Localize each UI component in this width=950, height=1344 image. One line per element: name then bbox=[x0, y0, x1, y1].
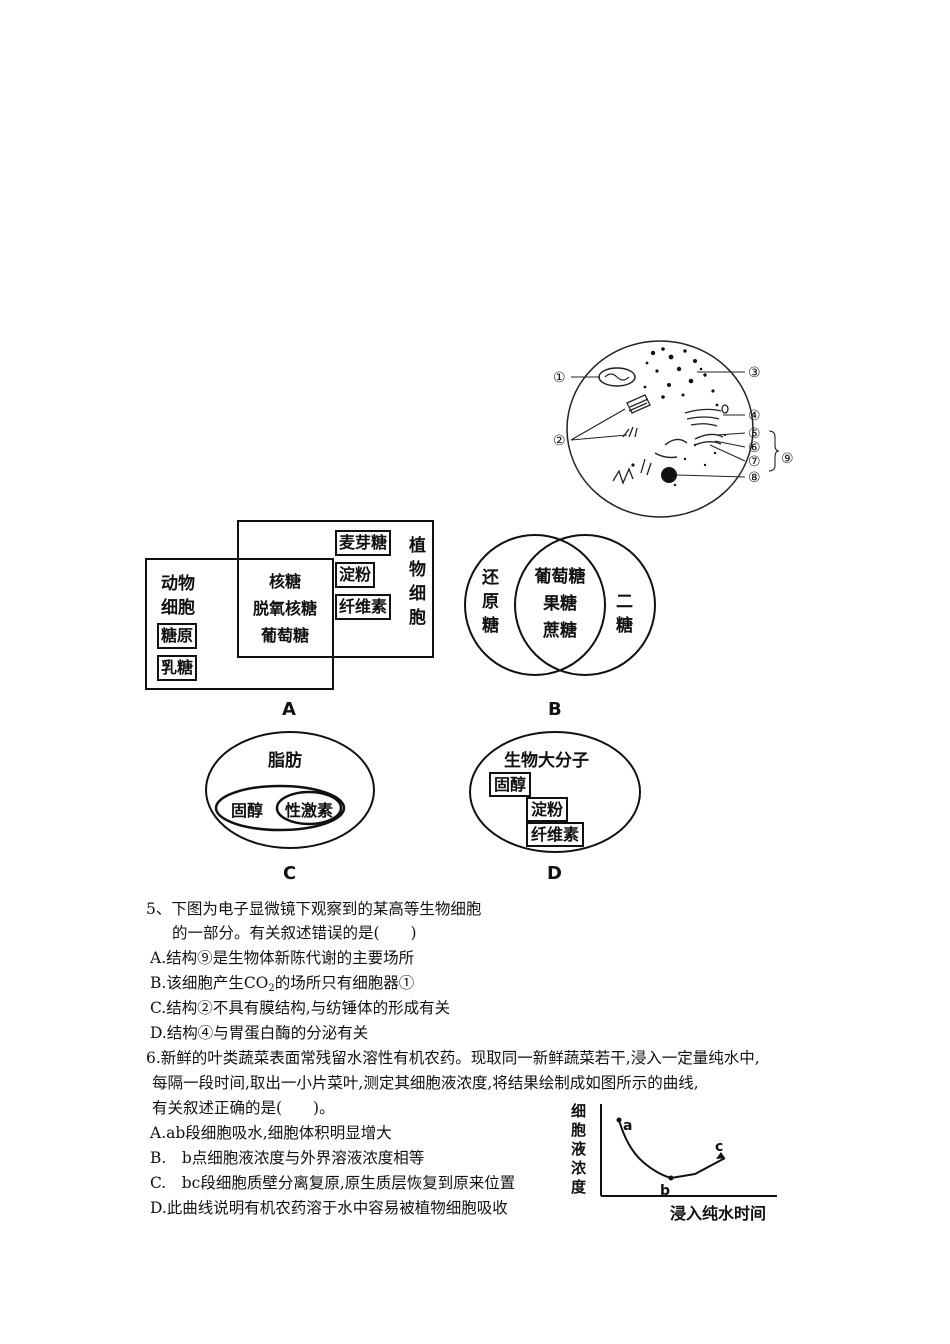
caption-b: B bbox=[548, 699, 562, 720]
caption-c: C bbox=[283, 863, 297, 884]
cell-label-1: ① bbox=[553, 370, 566, 386]
venn-diagram-b bbox=[464, 534, 656, 676]
cell-label-8: ⑧ bbox=[748, 470, 761, 486]
centriole-shape bbox=[622, 394, 651, 438]
membrane-shapes bbox=[654, 433, 724, 459]
venn-diagram-d bbox=[469, 731, 641, 853]
d-item-cellulose: 纤维素 bbox=[526, 822, 585, 847]
curve-label-b: b bbox=[660, 1183, 670, 1199]
sugar-intersection: 葡萄糖 果糖 蔗糖 bbox=[534, 567, 586, 641]
q5-option-c[interactable]: C.结构②不具有膜结构,与纺锤体的形成有关 bbox=[150, 999, 451, 1017]
animal-cell-label: 动物 细胞 bbox=[161, 574, 195, 618]
animal-item-glycogen: 糖原 bbox=[157, 623, 198, 649]
q5-option-b-post: 的场所只有细胞器① bbox=[274, 974, 415, 992]
plant-item-maltose: 麦芽糖 bbox=[335, 530, 392, 556]
q6-option-b[interactable]: B. b点细胞液浓度与外界溶液浓度相等 bbox=[150, 1149, 425, 1167]
cell-label-6: ⑥ bbox=[748, 440, 761, 456]
q6-option-c[interactable]: C. bc段细胞质壁分离复原,原生质层恢复到原来位置 bbox=[150, 1174, 516, 1192]
q5-stem-line1: 5、下图为电子显微镜下观察到的某高等生物细胞 bbox=[146, 900, 482, 918]
curve-arrow bbox=[716, 1152, 725, 1159]
q5-option-b-pre: B.该细胞产生CO bbox=[150, 974, 269, 992]
vesicle-shapes bbox=[612, 458, 652, 485]
q5-option-b[interactable]: B.该细胞产生CO2的场所只有细胞器① bbox=[150, 971, 414, 1001]
q5-stem-line2: 的一部分。有关叙述错误的是( ) bbox=[172, 924, 417, 942]
concentration-curve-figure: a b c bbox=[600, 1104, 777, 1199]
disaccharide-label: 二 糖 bbox=[616, 592, 633, 636]
curve-line-rise bbox=[670, 1157, 726, 1179]
curve-label-a: a bbox=[623, 1118, 632, 1134]
q5-option-d[interactable]: D.结构④与胃蛋白酶的分泌有关 bbox=[150, 1024, 369, 1042]
q6-stem-line3: 有关叙述正确的是( )。 bbox=[152, 1099, 335, 1117]
q6-option-a[interactable]: A.ab段细胞吸水,细胞体积明显增大 bbox=[150, 1124, 392, 1142]
cell-label-3: ③ bbox=[748, 365, 761, 381]
plant-cell-box bbox=[237, 520, 434, 658]
venn-diagram-a: 动物 细胞 糖原 乳糖 核糖 脱氧核糖 葡萄糖 麦芽糖 淀粉 纤维素 植 物 细… bbox=[145, 520, 445, 700]
q5-option-b-sub: 2 bbox=[268, 983, 275, 994]
cell-micrograph-figure: ① ② ③ ④ ⑤ ⑥ ⑦ ⑧ ⑨ bbox=[553, 340, 794, 518]
nucleus-shape bbox=[661, 467, 677, 483]
curve-label-c: c bbox=[715, 1139, 723, 1155]
d-item-sterol: 固醇 bbox=[489, 772, 532, 797]
curve-point-a bbox=[616, 1117, 622, 1123]
sterol-label: 固醇 bbox=[231, 801, 264, 820]
plant-item-cellulose: 纤维素 bbox=[335, 594, 392, 620]
ribosome-dots bbox=[631, 347, 727, 487]
reducing-sugar-label: 还 原 糖 bbox=[482, 568, 499, 636]
biomacromolecule-label: 生物大分子 bbox=[504, 751, 589, 771]
golgi-shape bbox=[684, 404, 729, 427]
animal-cell-box bbox=[145, 558, 334, 690]
cell-label-2: ② bbox=[553, 433, 566, 449]
cell-label-4: ④ bbox=[748, 408, 761, 424]
curve-point-b bbox=[668, 1175, 674, 1181]
cell-label-7: ⑦ bbox=[748, 454, 761, 470]
curve-y-axis-label: 细 胞 液 浓 度 bbox=[571, 1102, 587, 1196]
q5-option-a[interactable]: A.结构⑨是生物体新陈代谢的主要场所 bbox=[150, 949, 415, 967]
curve-x-axis-label: 浸入纯水时间 bbox=[670, 1204, 767, 1223]
plant-cell-label: 植 物 细 胞 bbox=[409, 536, 426, 628]
cell-label-9: ⑨ bbox=[781, 451, 794, 467]
shared-sugars: 核糖 脱氧核糖 葡萄糖 bbox=[252, 572, 317, 645]
plant-item-starch: 淀粉 bbox=[335, 562, 376, 588]
venn-diagram-c bbox=[205, 731, 375, 849]
q6-stem-line1: 6.新鲜的叶类蔬菜表面常残留水溶性有机农药。现取同一新鲜蔬菜若干,浸入一定量纯水… bbox=[146, 1049, 760, 1067]
sex-hormone-label: 性激素 bbox=[285, 801, 334, 820]
caption-a: A bbox=[282, 699, 296, 720]
d-item-starch: 淀粉 bbox=[526, 797, 569, 822]
caption-d: D bbox=[547, 863, 562, 884]
cell-outline bbox=[566, 340, 754, 518]
q6-option-d[interactable]: D.此曲线说明有机农药溶于水中容易被植物细胞吸收 bbox=[150, 1199, 508, 1217]
animal-item-lactose: 乳糖 bbox=[157, 655, 198, 681]
curve-line bbox=[618, 1119, 672, 1179]
q6-stem-line2: 每隔一段时间,取出一小片菜叶,测定其细胞液浓度,将结果绘制成如图所示的曲线, bbox=[152, 1074, 699, 1092]
cell-label-5: ⑤ bbox=[748, 426, 761, 442]
fat-label: 脂肪 bbox=[268, 751, 302, 771]
